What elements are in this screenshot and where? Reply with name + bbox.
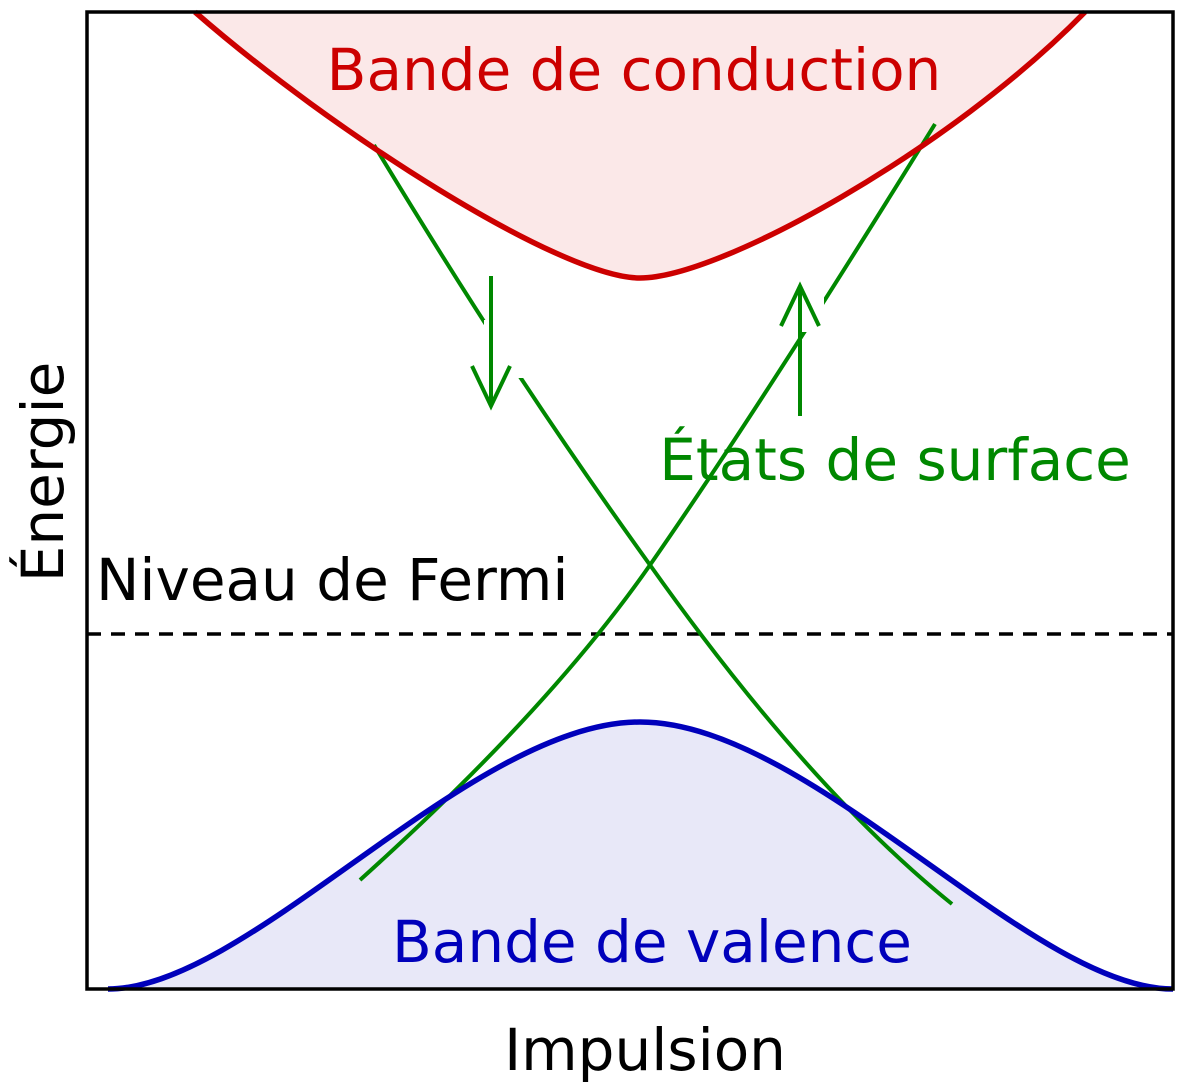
x-axis-label: Impulsion [504, 1016, 786, 1084]
conduction-band-label: Bande de conduction [327, 36, 942, 104]
valence-band-curve [107, 719, 1174, 992]
conduction-band-curve [193, 9, 1087, 281]
fermi-level-label: Niveau de Fermi [96, 546, 569, 614]
valence-band-label: Bande de valence [392, 908, 912, 976]
conduction-band-fill [195, 12, 1085, 278]
surface-state-curve-up [358, 122, 937, 882]
arrow-up-icon [779, 281, 821, 416]
plot-frame [85, 10, 1175, 991]
valence-band-fill [108, 722, 1173, 989]
y-axis-label: Énergie [8, 362, 77, 583]
arrow-down-icon [470, 276, 512, 411]
surface-states-label: États de surface [659, 425, 1131, 494]
